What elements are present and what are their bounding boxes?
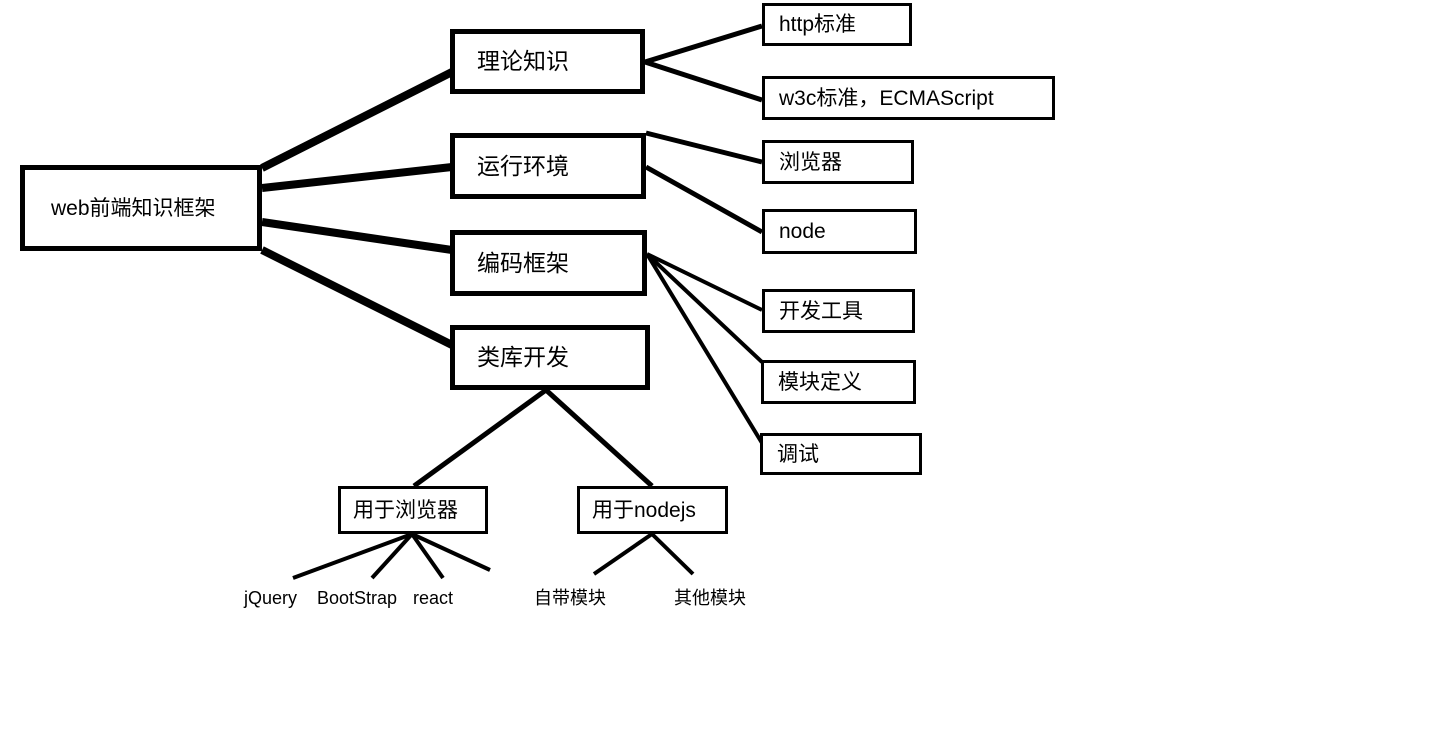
- node-label-for-nodejs: 用于nodejs: [592, 498, 696, 522]
- connector-runtime-browser: [645, 130, 763, 165]
- connector-theory-http: [644, 23, 763, 65]
- node-module-def[interactable]: 模块定义: [761, 360, 916, 404]
- node-label-browser: 浏览器: [779, 150, 842, 174]
- leaf-label-bootstrap: BootStrap: [317, 588, 398, 608]
- node-browser[interactable]: 浏览器: [762, 140, 914, 184]
- node-label-runtime: 运行环境: [477, 152, 569, 179]
- node-for-browser[interactable]: 用于浏览器: [338, 486, 488, 534]
- connector-library-forbrowser: [412, 387, 548, 489]
- connector-coding-devtools: [646, 252, 763, 312]
- node-for-nodejs[interactable]: 用于nodejs: [577, 486, 728, 534]
- node-debug[interactable]: 调试: [760, 433, 922, 475]
- leaf-label-other-module: 其他模块: [674, 588, 746, 608]
- node-label-http-standard: http标准: [779, 13, 857, 36]
- node-label-library: 类库开发: [477, 344, 569, 370]
- node-library[interactable]: 类库开发: [450, 325, 650, 390]
- connector-fornodejs-other: [650, 532, 695, 576]
- leaf-label-react: react: [413, 588, 454, 608]
- node-runtime[interactable]: 运行环境: [450, 133, 646, 199]
- leaf-label-builtin-module: 自带模块: [534, 588, 606, 608]
- node-label-theory: 理论知识: [477, 48, 569, 74]
- leaf-label-jquery: jQuery: [244, 588, 298, 608]
- node-label-dev-tools: 开发工具: [779, 299, 863, 323]
- connector-root-theory: [260, 68, 454, 172]
- node-label-module-def: 模块定义: [778, 370, 862, 394]
- node-node[interactable]: node: [762, 209, 917, 254]
- connector-library-fornodejs: [544, 388, 654, 488]
- connector-forbrowser-jquery: [292, 532, 413, 580]
- node-label-node: node: [779, 220, 826, 243]
- node-coding[interactable]: 编码框架: [450, 230, 647, 296]
- connector-runtime-node: [644, 164, 764, 235]
- connector-forbrowser-react: [410, 532, 445, 580]
- connector-coding-moduledef: [645, 252, 764, 364]
- connector-fornodejs-builtin: [592, 532, 654, 576]
- connector-theory-w3c: [644, 59, 763, 103]
- node-label-coding: 编码框架: [477, 249, 569, 276]
- connector-coding-debug: [645, 252, 764, 445]
- connector-forbrowser-extra: [411, 532, 491, 572]
- connector-root-runtime: [261, 163, 453, 192]
- node-theory[interactable]: 理论知识: [450, 29, 645, 94]
- node-label-for-browser: 用于浏览器: [353, 498, 458, 522]
- node-dev-tools[interactable]: 开发工具: [762, 289, 915, 333]
- node-label-w3c-standard: w3c标准，ECMAScript: [779, 86, 994, 110]
- connector-root-coding: [261, 218, 453, 254]
- node-http-standard[interactable]: http标准: [762, 3, 912, 46]
- connector-root-library: [260, 246, 454, 349]
- connector-forbrowser-bootstrap: [370, 532, 414, 580]
- node-root[interactable]: web前端知识框架: [20, 165, 262, 251]
- node-label-root: web前端知识框架: [51, 196, 216, 220]
- node-w3c-standard[interactable]: w3c标准，ECMAScript: [762, 76, 1055, 120]
- node-label-debug: 调试: [777, 442, 819, 466]
